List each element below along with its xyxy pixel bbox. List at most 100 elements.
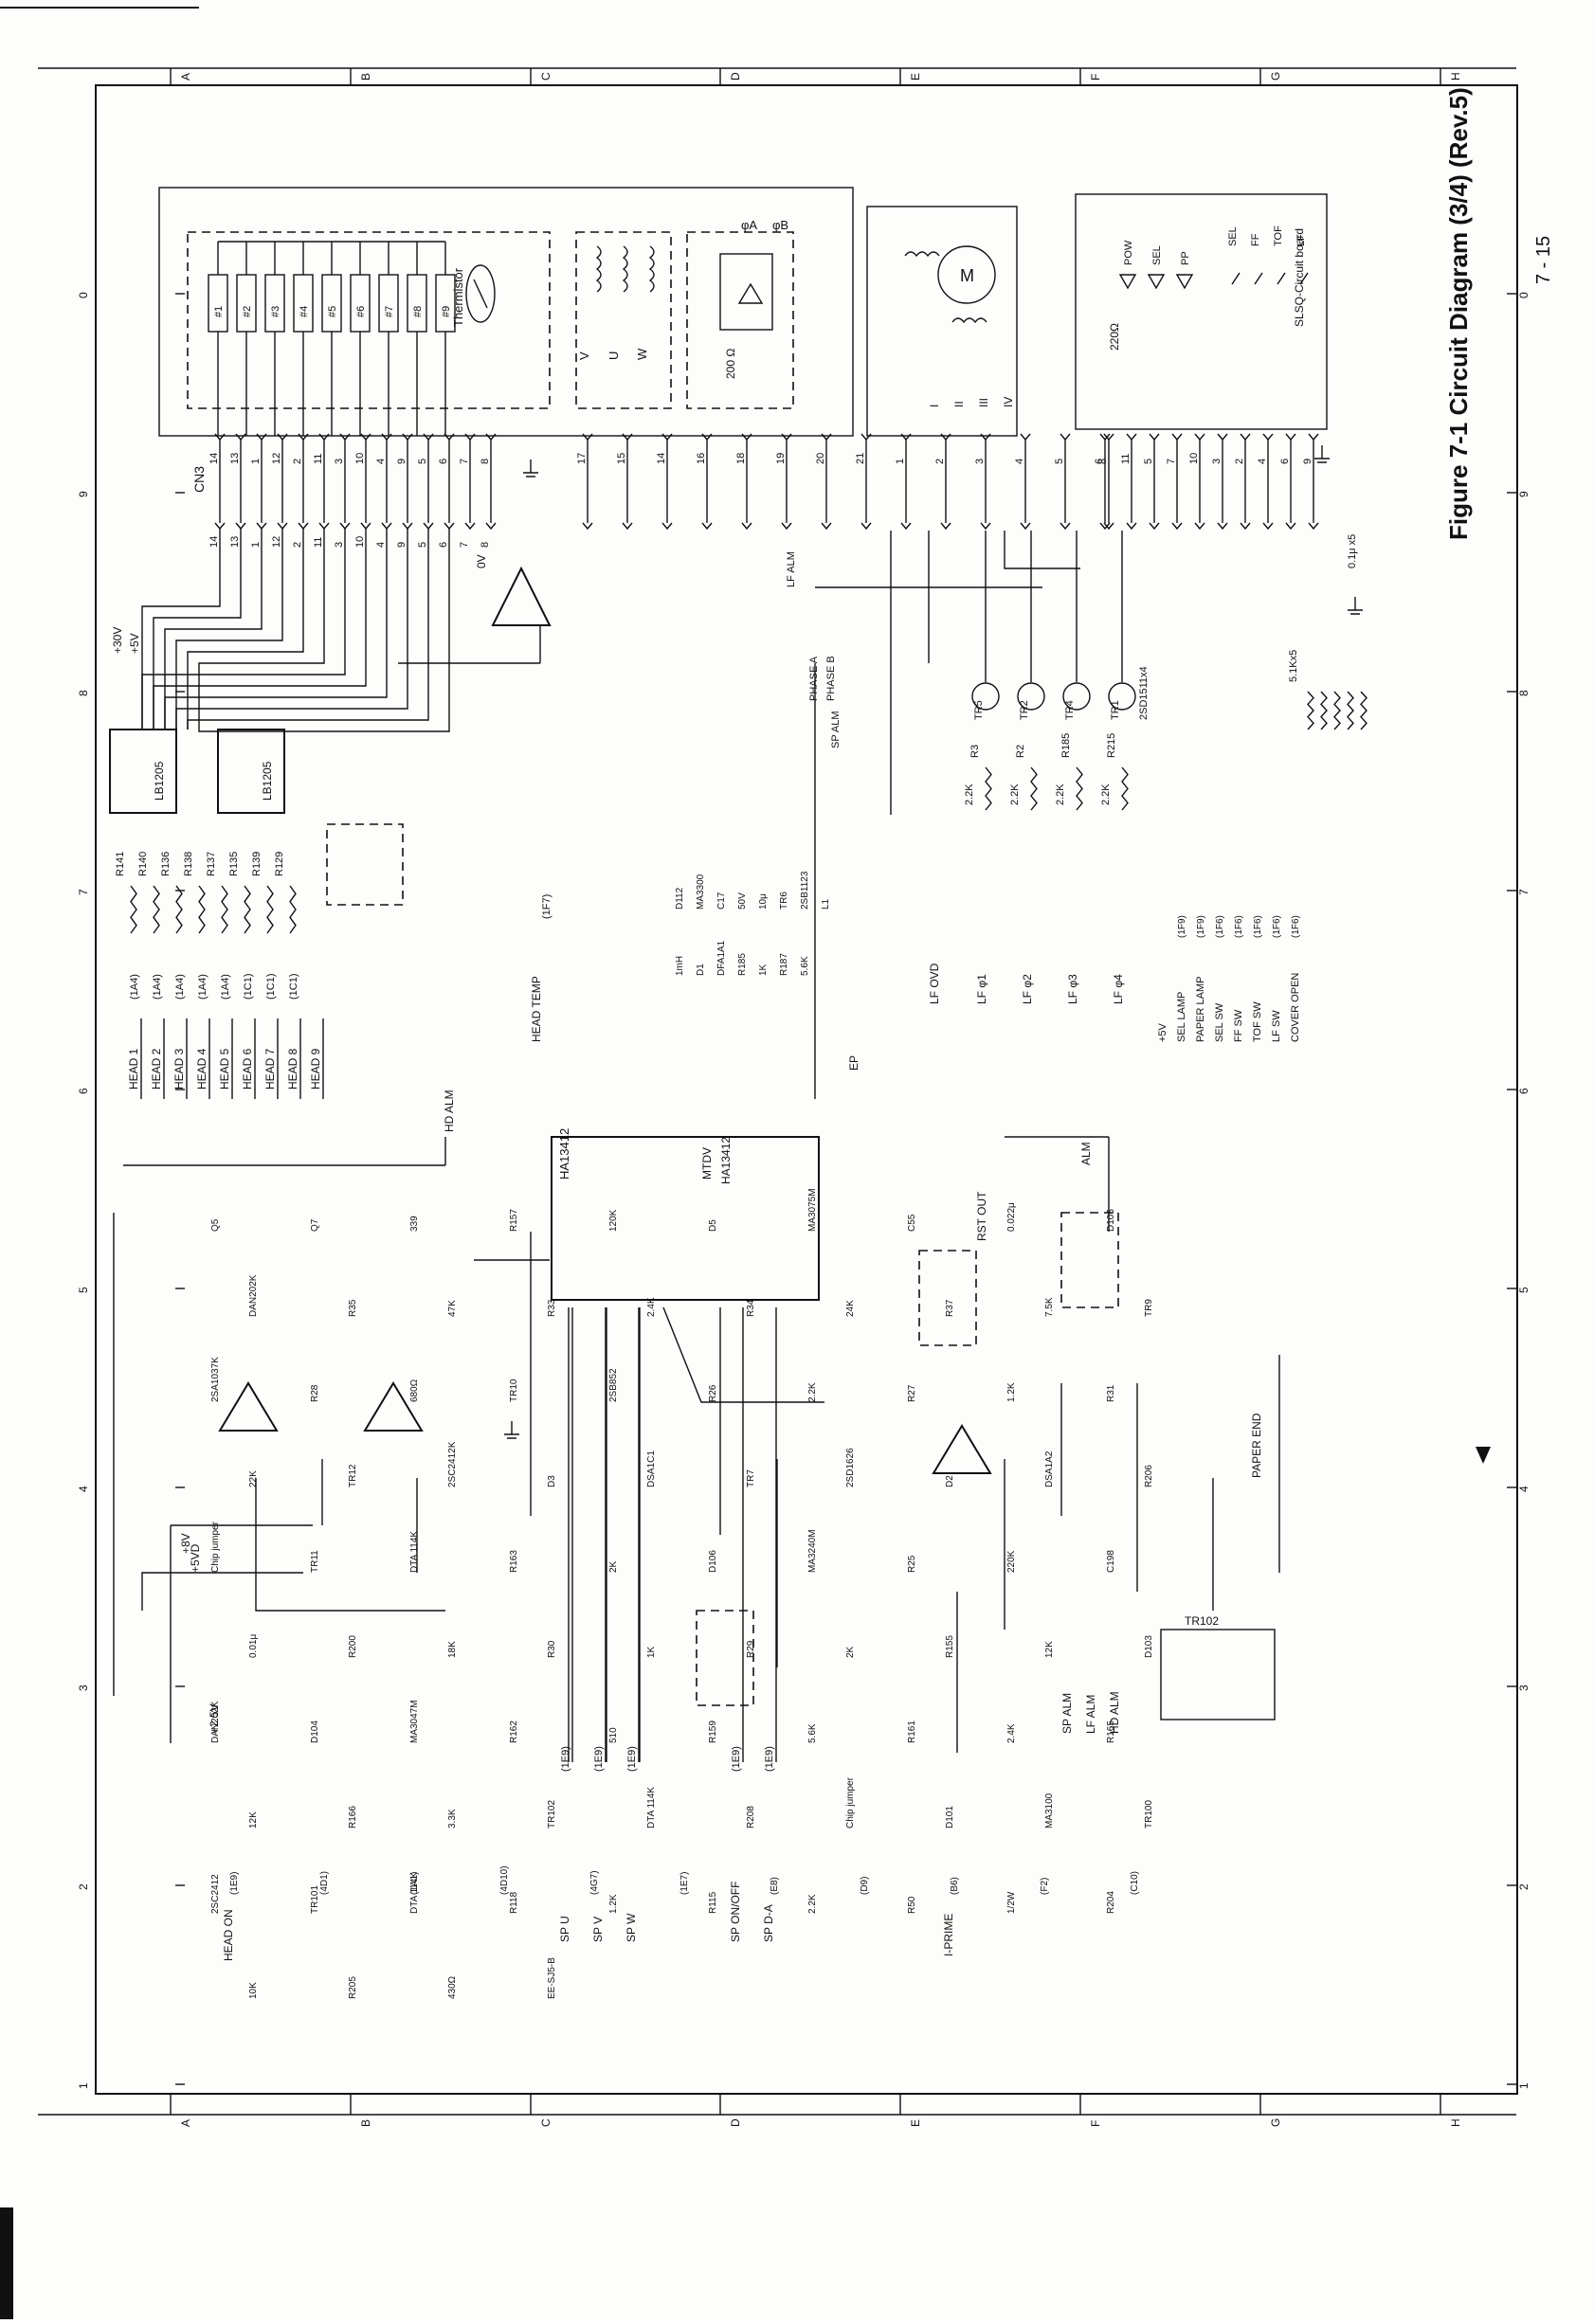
part-70: 12K [248, 1811, 259, 1829]
part-86: 2.2K [807, 1894, 818, 1914]
cn3-pin-board-13 [235, 522, 246, 531]
sp-part-1: MA3300 [696, 874, 706, 910]
part-12: 47K [447, 1300, 458, 1317]
head-resistor-R135 [244, 885, 251, 934]
comparator-q7-a [218, 1381, 279, 1432]
grid-number-right-3: 3 [1517, 1684, 1531, 1691]
panel-signal-4: FF SW [1233, 1009, 1244, 1042]
part-7: C55 [907, 1214, 917, 1232]
head-signal-ref-4: (1A4) [197, 974, 208, 1000]
sp-part-6: 2SB1123 [800, 871, 810, 910]
panel-signal-5: TOF SW [1252, 1001, 1263, 1042]
sp-part-7: L1 [821, 898, 831, 910]
interface-ref-0: (1E9) [229, 1872, 240, 1895]
part-22: 680Ω [409, 1378, 420, 1402]
part-82: DTA 114K [409, 1872, 420, 1914]
spindle-driver-ic [551, 1136, 820, 1301]
cn3-pin-head-9 [402, 433, 413, 441]
cn3-pin-label-10: 10 [354, 453, 366, 464]
driver-ic-2 [217, 729, 285, 814]
lf-resistor-1 [1030, 766, 1038, 811]
spindle-driver-name: HA13412 [557, 1128, 571, 1180]
sp-part-0: D112 [675, 887, 685, 910]
cn3-panel-pin-board-5 [1149, 522, 1160, 531]
head-resistor-label-R136: R136 [160, 852, 172, 876]
part-75: R208 [746, 1806, 756, 1829]
panel-switch-ff [1254, 272, 1263, 285]
lf-transistor-label-TR1: TR1 [1110, 700, 1121, 720]
panel-signal-ref-2: (1F6) [1215, 915, 1225, 938]
grid-number-right-9: 9 [1517, 491, 1531, 497]
head-resistor-R138 [198, 885, 206, 934]
part-4: 120K [608, 1209, 619, 1232]
head-element-resistors: #1#2#3#4#5#6#7#8#9 [208, 241, 456, 436]
lf-signal-3: LF φ4 [1112, 974, 1125, 1004]
lf-resistor-value-3: 2.2K [1100, 784, 1112, 805]
part-79: TR100 [1144, 1800, 1154, 1829]
sp-part-3: 50V [737, 892, 748, 910]
panel-pullup-resistor-2 [1333, 691, 1341, 730]
head-resistor-R140 [153, 885, 160, 934]
head-resistor-label-R137: R137 [206, 852, 217, 876]
lf-motor-coil-lower [951, 317, 987, 324]
winding-w: W [635, 348, 649, 360]
cn3-panel-pin-board-2 [1240, 522, 1251, 531]
grid-letter-top-G: G [1269, 72, 1282, 81]
cn3-motor-pin-label-16: 16 [696, 453, 707, 464]
cn3-pin-board-3 [339, 522, 351, 531]
part-64: 510 [608, 1727, 619, 1743]
cn3-panel-pin-label-5: 5 [1143, 459, 1154, 464]
part-59: D103 [1144, 1635, 1154, 1658]
cn3-motor-pin-label-1: 1 [895, 459, 906, 464]
cn3-motor-pin-14 [661, 433, 673, 441]
interface-ref-7: (D9) [860, 1877, 870, 1895]
lf-resistor-0 [985, 766, 992, 811]
head-element-3 [264, 274, 285, 333]
head-resistor-label-R135: R135 [228, 852, 240, 876]
wire-27 [141, 1572, 303, 1611]
head-bus-wire-4 [175, 529, 283, 730]
head-resistor-label-R141: R141 [115, 852, 126, 876]
grid-letter-bottom-D: D [729, 2118, 742, 2127]
cn3-pin-board-5 [423, 522, 434, 531]
head-resistor-label-R139: R139 [251, 852, 263, 876]
cn3-pin-label-lower-11: 11 [313, 537, 324, 548]
lf-transistor-TR4 [1062, 682, 1091, 711]
cn3-pin-label-lower-5: 5 [417, 542, 428, 548]
part-30: 22K [248, 1470, 259, 1487]
sp-signal-4: SP D-A [762, 1904, 775, 1942]
lf-transistor-TR5 [971, 682, 1000, 711]
head-element-1 [208, 274, 228, 333]
cn3-panel-pin-label-4: 4 [1257, 459, 1268, 464]
sp-signal-ref-3: (1E9) [731, 1746, 742, 1772]
cn3-panel-pin-6 [1285, 433, 1296, 441]
spindle-signal-labels: SP U(1E9)SP V(1E9)SP W(1E9)SP ON/OFF(1E9… [558, 711, 842, 1942]
cn3-motor-pin-18 [741, 433, 752, 441]
part-9: D105 [1106, 1209, 1116, 1232]
part-28: 1.2K [1006, 1382, 1017, 1402]
cn3-motor-pin-21 [860, 433, 872, 441]
cn3-pin-label-9: 9 [396, 459, 408, 464]
lf-resistor-label-2: R185 [1060, 733, 1072, 758]
part-35: TR7 [746, 1469, 756, 1487]
head-signal-ref-1: (1A4) [129, 974, 140, 1000]
cn3-pin-head-14 [214, 433, 226, 441]
lf-motor-symbol [937, 245, 996, 304]
cn3-motor-pin-label-18: 18 [735, 453, 747, 464]
cn3-motor-pin-label-5: 5 [1054, 459, 1065, 464]
cn3-pin-label-7: 7 [459, 459, 470, 464]
part-62: MA3047M [409, 1700, 420, 1743]
cn3-panel-pin-label-11: 11 [1120, 454, 1132, 464]
sp-signal-1: SP V [591, 1917, 605, 1942]
head-temp-comparator [491, 566, 552, 626]
sp-part-13: R187 [779, 953, 789, 976]
part-17: R37 [945, 1299, 955, 1317]
cn3-motor-pin-board-5 [1060, 522, 1071, 531]
cn3-panel-pin-label-9: 9 [1302, 459, 1313, 464]
cn3-pin-board-12 [277, 522, 288, 531]
panel-signal-ref-3: (1F6) [1234, 915, 1244, 938]
head-signal-5: HEAD 5 [218, 1048, 231, 1090]
part-38: DSA1A2 [1044, 1450, 1055, 1487]
part-14: 2.4K [646, 1297, 657, 1317]
